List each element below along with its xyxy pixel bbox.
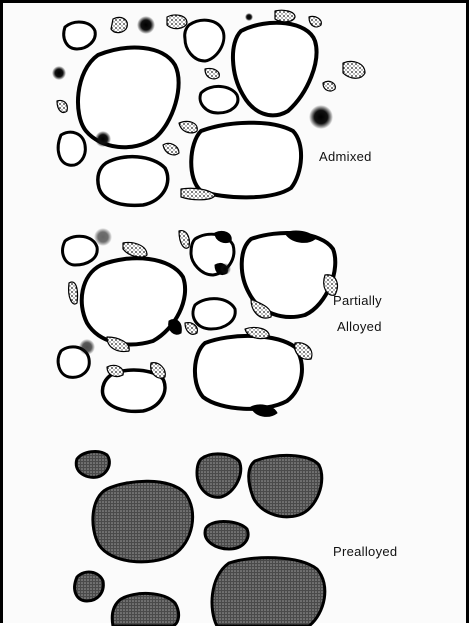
prealloyed-particle — [76, 452, 109, 478]
bonded-additive — [185, 323, 197, 335]
prealloyed-particle — [197, 454, 241, 497]
prealloyed-particle — [212, 558, 325, 626]
additive-particle — [179, 121, 197, 133]
additive-particle — [343, 61, 365, 78]
additive-particle — [323, 81, 335, 91]
graphite-particle — [309, 105, 333, 129]
additive-particle — [205, 68, 219, 78]
prealloyed-particle — [249, 455, 322, 516]
bonded-additive — [69, 282, 78, 304]
iron-particle — [195, 336, 302, 409]
graphite-particle — [137, 16, 155, 34]
admixed-panel — [52, 10, 365, 205]
iron-particle — [191, 123, 301, 198]
partially-alloyed-panel — [58, 228, 337, 416]
graphite-particle — [95, 131, 111, 147]
iron-particle — [64, 22, 96, 49]
prealloyed-particle — [93, 481, 193, 562]
additive-particle — [167, 15, 187, 29]
bonded-additive — [123, 243, 147, 258]
additive-particle — [275, 10, 295, 22]
graphite-fuzz — [94, 228, 112, 246]
additive-particle — [163, 143, 179, 155]
additive-particle — [309, 16, 321, 26]
iron-particle — [82, 258, 185, 344]
iron-particle — [185, 20, 224, 61]
graphite-particle — [245, 13, 253, 21]
powder-diagram: Admixed — [3, 3, 469, 626]
prealloyed-particle — [112, 593, 178, 626]
prealloyed-particle — [205, 522, 248, 549]
iron-particle — [63, 236, 98, 265]
iron-particle — [193, 299, 235, 329]
additive-particle — [111, 17, 127, 32]
prealloyed-label: Prealloyed — [333, 544, 397, 559]
partially-label-line1: Partially — [333, 293, 382, 308]
bonded-graphite — [169, 320, 182, 335]
prealloyed-panel — [75, 452, 325, 626]
graphite-particle — [52, 66, 66, 80]
iron-particle — [233, 23, 317, 116]
graphite-fuzz — [79, 339, 95, 355]
admixed-label: Admixed — [319, 149, 372, 164]
additive-particle — [57, 100, 67, 112]
iron-particle — [200, 86, 238, 113]
graphite-fuzz — [219, 263, 231, 275]
bonded-additive — [179, 231, 189, 249]
iron-particle — [98, 157, 168, 206]
prealloyed-particle — [75, 572, 104, 601]
iron-particle — [78, 48, 179, 148]
partially-label-line2: Alloyed — [337, 319, 382, 334]
iron-particle — [58, 132, 85, 165]
